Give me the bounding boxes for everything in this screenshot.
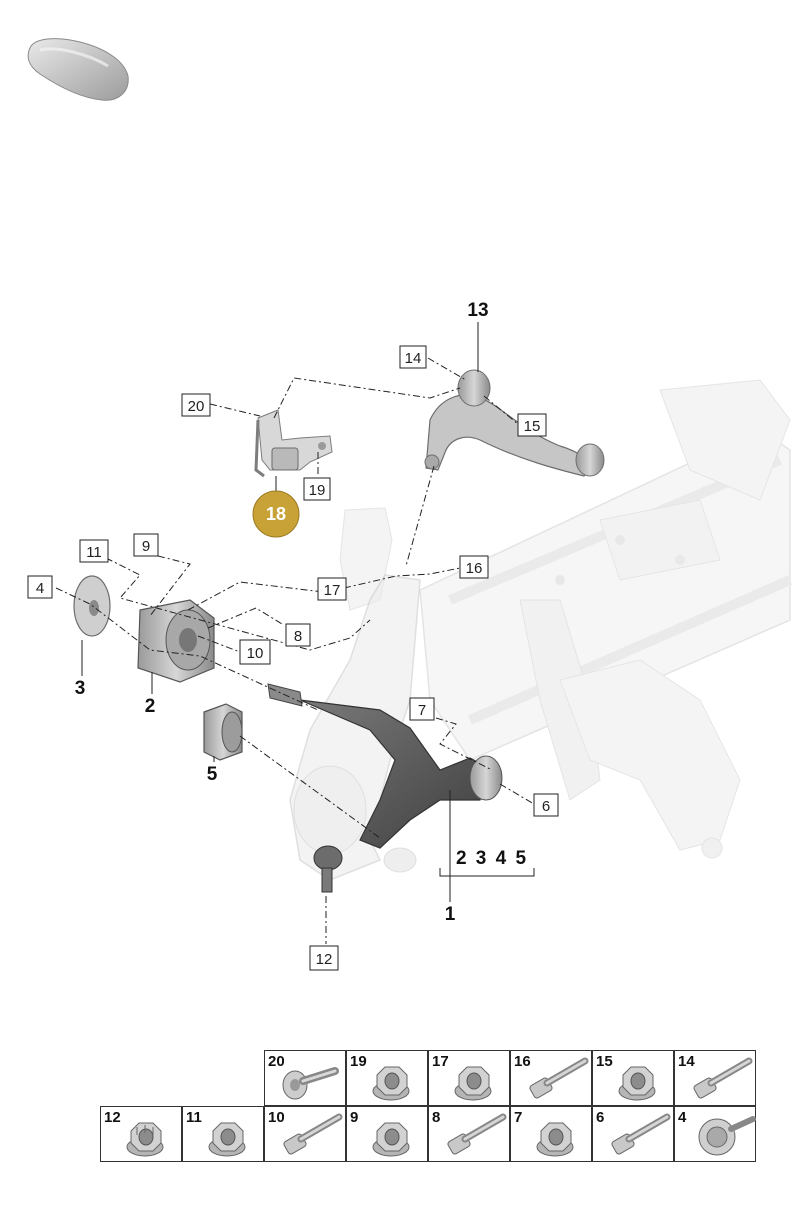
svg-text:19: 19	[309, 482, 326, 499]
hardware-number: 19	[350, 1053, 367, 1070]
subframe-ghost	[339, 379, 793, 859]
hardware-number: 15	[596, 1053, 613, 1070]
hardware-number: 14	[678, 1053, 695, 1070]
leader-lines	[55, 322, 535, 944]
hex-nut-icon	[454, 1066, 492, 1101]
hardware-cell-7[interactable]: 7	[510, 1106, 592, 1162]
hardware-cell-4[interactable]: 4	[674, 1106, 756, 1162]
svg-text:11: 11	[86, 544, 102, 561]
hardware-number: 11	[186, 1109, 202, 1126]
callout-6: 6	[533, 793, 559, 817]
svg-text:18: 18	[266, 504, 286, 524]
part-5-bushing	[203, 703, 243, 761]
hardware-cell-14[interactable]: 14	[674, 1050, 756, 1106]
long-bolt-icon	[693, 1057, 753, 1099]
hex-nut-icon	[536, 1122, 574, 1157]
hex-nut-icon	[372, 1066, 410, 1101]
callout-10: 10	[239, 639, 271, 665]
callout-11: 11	[79, 539, 109, 563]
castle-nut-icon	[126, 1122, 164, 1157]
svg-text:12: 12	[316, 951, 333, 968]
long-bolt-icon	[447, 1113, 507, 1155]
callout-15: 15	[517, 413, 547, 437]
callout-14: 14	[399, 345, 427, 369]
long-bolt-icon	[283, 1113, 343, 1155]
callout-7: 7	[409, 697, 435, 721]
large-bolt-icon	[698, 1116, 756, 1156]
hex-nut-icon	[208, 1122, 246, 1157]
part-18-badge[interactable]: 18	[252, 490, 300, 538]
hardware-number: 17	[432, 1053, 449, 1070]
long-bolt-icon	[529, 1057, 589, 1099]
hardware-cell-16[interactable]: 16	[510, 1050, 592, 1106]
hardware-table: 20 19 17 16 15 14 12 11 10 9 8 7 6 4	[100, 1050, 760, 1162]
part-1-lower-control-arm	[267, 683, 503, 893]
hardware-cell-8[interactable]: 8	[428, 1106, 510, 1162]
part-13-upper-control-arm	[424, 369, 605, 477]
flange-nut-icon	[372, 1122, 410, 1157]
hardware-number: 9	[350, 1109, 359, 1126]
svg-text:20: 20	[188, 398, 205, 415]
part-2-bushing	[137, 599, 215, 683]
hardware-cell-10[interactable]: 10	[264, 1106, 346, 1162]
hardware-number: 12	[104, 1109, 121, 1126]
hardware-cell-6[interactable]: 6	[592, 1106, 674, 1162]
svg-text:7: 7	[418, 702, 426, 719]
hardware-number: 8	[432, 1109, 441, 1126]
vehicle-thumbnail-icon	[27, 38, 129, 101]
hardware-number: 7	[514, 1109, 523, 1126]
callout-20: 20	[181, 393, 211, 417]
label-3: 3	[75, 678, 86, 699]
callout-4: 4	[27, 575, 53, 599]
label-2: 2	[145, 696, 156, 717]
flange-bolt-icon	[282, 1067, 339, 1100]
hardware-cell-9[interactable]: 9	[346, 1106, 428, 1162]
callout-12: 12	[309, 945, 339, 971]
svg-text:16: 16	[466, 560, 483, 577]
svg-text:4: 4	[36, 580, 44, 597]
hardware-number: 20	[268, 1053, 285, 1070]
callout-19: 19	[303, 477, 331, 501]
hardware-number: 16	[514, 1053, 531, 1070]
hex-nut-icon	[618, 1066, 656, 1101]
hardware-number: 6	[596, 1109, 605, 1126]
wheel-carrier-ghost	[289, 574, 421, 881]
callout-9: 9	[133, 533, 159, 557]
hardware-cell-12[interactable]: 12	[100, 1106, 182, 1162]
svg-text:10: 10	[247, 645, 264, 662]
svg-text:14: 14	[405, 350, 422, 367]
label-1: 1	[445, 904, 456, 925]
label-5: 5	[207, 764, 218, 785]
svg-text:9: 9	[142, 538, 150, 555]
long-bolt-icon	[611, 1113, 671, 1155]
hardware-cell-17[interactable]: 17	[428, 1050, 510, 1106]
hardware-cell-15[interactable]: 15	[592, 1050, 674, 1106]
group-label-2345: 2 3 4 5	[456, 848, 528, 869]
hardware-number: 10	[268, 1109, 285, 1126]
label-13: 13	[467, 300, 488, 321]
hardware-cell-19[interactable]: 19	[346, 1050, 428, 1106]
hardware-cell-11[interactable]: 11	[182, 1106, 264, 1162]
hardware-cell-20[interactable]: 20	[264, 1050, 346, 1106]
svg-text:17: 17	[324, 582, 341, 599]
callout-17: 17	[317, 577, 347, 601]
svg-text:15: 15	[524, 418, 541, 435]
svg-text:8: 8	[294, 628, 302, 645]
part-18-height-sensor	[254, 409, 333, 478]
hardware-number: 4	[678, 1109, 687, 1126]
callout-16: 16	[459, 555, 489, 579]
svg-text:6: 6	[542, 798, 550, 815]
callout-8: 8	[285, 623, 311, 647]
